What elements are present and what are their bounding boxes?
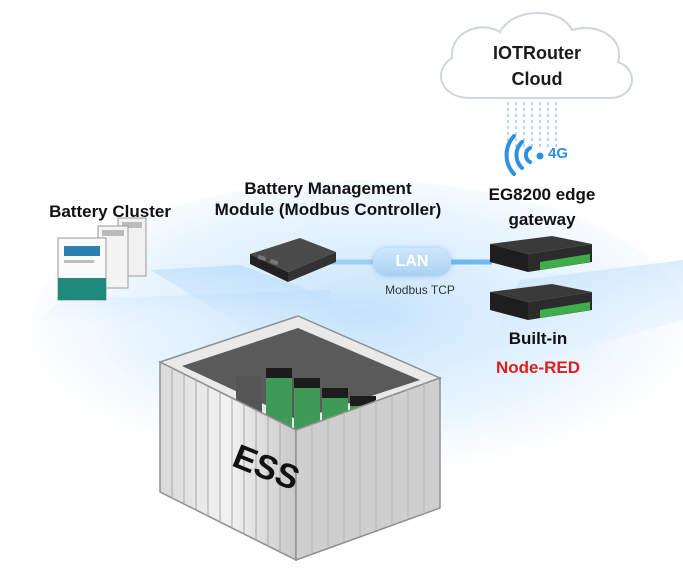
cloud-uplink-lines <box>507 102 557 150</box>
battery-cluster-device <box>57 217 147 301</box>
bms-device <box>250 238 336 282</box>
ess-container: ESS <box>158 315 443 562</box>
bms-label: Battery Management Module (Modbus Contro… <box>178 178 478 221</box>
cloud-title: IOTRouter Cloud <box>462 40 612 92</box>
gateway-label-line2: gateway <box>508 209 576 229</box>
builtin-label: Built-in <box>508 329 568 348</box>
signal-4g-label: 4G <box>548 145 569 162</box>
modbus-tcp-label: Modbus TCP <box>385 283 455 297</box>
gateway-device-bottom <box>490 284 592 320</box>
battery-cluster-label: Battery Cluster <box>49 202 171 221</box>
bms-label-line1: Battery Management <box>244 179 412 198</box>
cloud-title-line2: Cloud <box>511 69 563 90</box>
bms-label-line2: Module (Modbus Controller) <box>214 200 442 220</box>
gateway-device-top <box>490 236 592 272</box>
cloud-shape <box>440 12 633 99</box>
gateway-label: EG8200 edge gateway <box>462 183 622 232</box>
wifi-signal-icon <box>504 134 544 176</box>
gateway-label-line1: EG8200 edge <box>488 185 596 204</box>
lan-badge: LAN <box>373 248 451 276</box>
cloud-title-line1: IOTRouter <box>493 43 581 63</box>
nodered-label: Node-RED <box>495 358 581 377</box>
